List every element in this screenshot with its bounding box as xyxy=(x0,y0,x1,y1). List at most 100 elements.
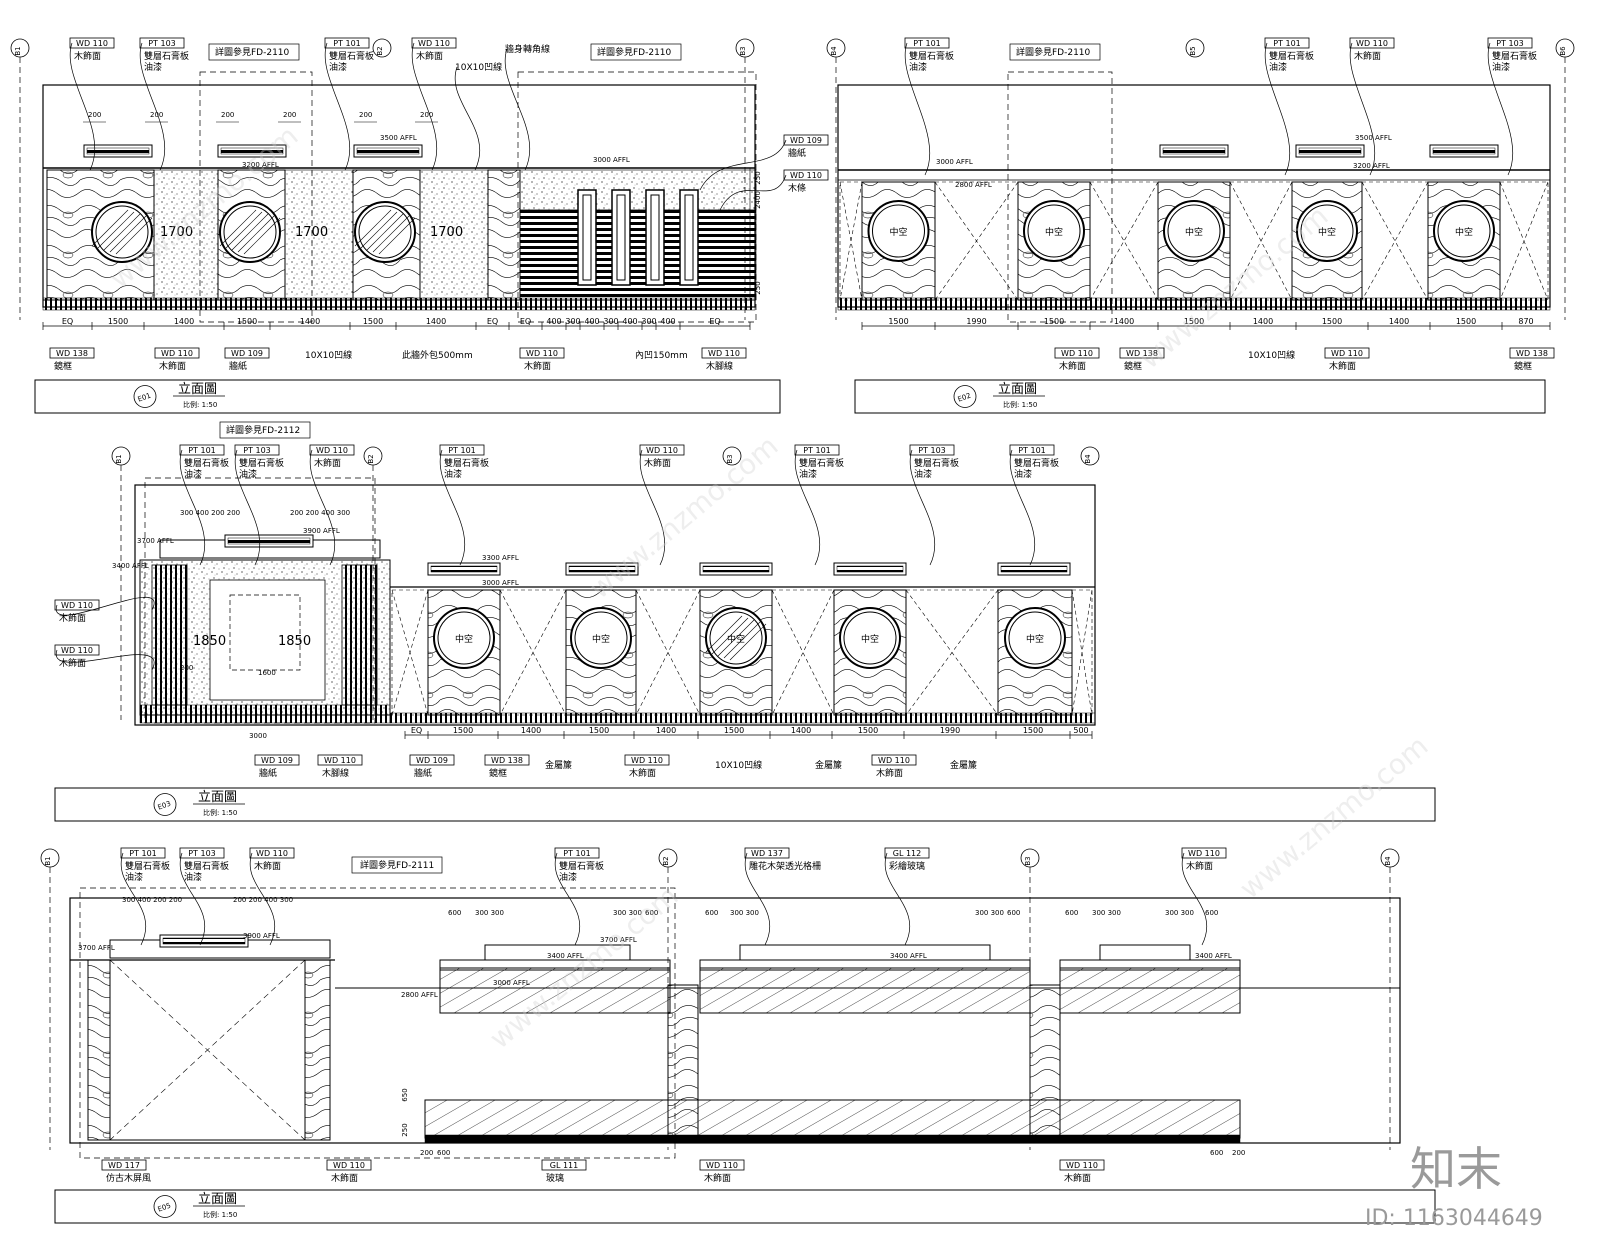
elevation-id-circle xyxy=(953,385,977,408)
spacing-dim: 200 200 400 300 xyxy=(290,509,350,517)
callout: 10X10凹線 xyxy=(305,349,352,361)
material-tag-code: WD 138 xyxy=(491,756,523,765)
lighting-cove xyxy=(484,944,631,961)
mirror-frame-outer xyxy=(1296,200,1358,262)
recessed-slat-column xyxy=(577,189,597,286)
callout-description: 內凹150mm xyxy=(635,350,688,361)
callout-description: 鏡框 xyxy=(1514,360,1532,372)
mirror-frame-inner xyxy=(574,611,628,665)
level-affl: 3000 AFFL xyxy=(936,158,973,166)
leader-line xyxy=(234,449,261,566)
light-grille xyxy=(1000,565,1068,573)
leader-line xyxy=(120,852,147,946)
grid-marker: B4 xyxy=(1380,848,1400,868)
spacing-dim: 300 300 xyxy=(730,909,759,917)
leader-line xyxy=(411,42,438,171)
stained-glass-band xyxy=(699,967,1031,1014)
drawing-line xyxy=(219,209,257,247)
dimension-label: 300 xyxy=(641,317,656,326)
skirting xyxy=(837,297,1551,311)
callout: 金屬簾 xyxy=(950,759,977,771)
grid-marker-label: B2 xyxy=(662,856,670,865)
spacing-dim: 600 xyxy=(645,909,658,917)
leader-line xyxy=(1264,42,1291,176)
level-affl: 3900 AFFL xyxy=(243,932,280,940)
level-affl: 3700 AFFL xyxy=(600,936,637,944)
drawing-line xyxy=(115,217,153,255)
light-grille xyxy=(86,147,150,155)
skirting xyxy=(42,297,756,311)
level-affl: 3000 AFFL xyxy=(493,979,530,987)
level-affl: 2800 AFFL xyxy=(401,991,438,999)
grid-marker: B4 xyxy=(826,38,846,58)
lighting-cove xyxy=(1099,944,1191,961)
grid-marker-label: B3 xyxy=(1024,856,1032,865)
callout: 內凹150mm xyxy=(635,350,688,361)
mirror-frame-outer xyxy=(839,607,901,669)
level-affl: 3400 AFFL xyxy=(1195,952,1232,960)
dimension-label: 300 xyxy=(565,317,580,326)
dimension-label: 1400 xyxy=(426,317,446,326)
mirror-frame-inner xyxy=(437,611,491,665)
callout-description: 木飾面 xyxy=(1186,860,1213,872)
leader-line xyxy=(249,852,276,946)
callout-description: 10X10凹線 xyxy=(455,61,502,73)
material-tag-code: WD 110 xyxy=(646,446,678,455)
elevation-title: 立面圖 xyxy=(178,382,217,397)
ceiling-light-fixture xyxy=(353,144,423,158)
material-tag-box xyxy=(624,754,670,766)
callout-description: 木腳線 xyxy=(706,360,733,372)
material-tag-code: PT 103 xyxy=(188,849,216,858)
material-tag-box xyxy=(744,847,790,859)
level-affl: 2800 AFFL xyxy=(955,181,992,189)
round-mirror: 中空 xyxy=(1023,200,1085,262)
material-tag-code: WD 110 xyxy=(1356,39,1388,48)
skirting xyxy=(139,704,391,724)
dimension-label: 500 xyxy=(1073,726,1088,735)
spacing-dim: 600 xyxy=(1065,909,1078,917)
mirror-label: 中空 xyxy=(1026,633,1044,645)
ceiling-light-fixture xyxy=(1295,144,1365,158)
lighting-cove xyxy=(739,944,991,961)
material-tag-box xyxy=(783,169,829,181)
drawing-line xyxy=(91,209,129,247)
material-tag-box xyxy=(409,754,455,766)
round-mirror: 中空 xyxy=(1296,200,1358,262)
slat-inner xyxy=(616,194,626,281)
dim-annot: 1600 xyxy=(258,669,276,677)
drawing-line xyxy=(1229,181,1293,301)
grid-marker: B5 xyxy=(1185,38,1205,58)
ref-box xyxy=(219,421,311,439)
callout: 金屬簾 xyxy=(815,759,842,771)
leader-line xyxy=(454,66,481,171)
drawing-line xyxy=(378,217,416,255)
material-tag-code: WD 110 xyxy=(256,849,288,858)
dimension-label: 1500 xyxy=(888,317,908,326)
e03-outline xyxy=(134,484,1096,726)
dimension-label: 1400 xyxy=(1389,317,1409,326)
dim-annot: 3000 xyxy=(249,732,267,740)
material-tag-code: WD 138 xyxy=(1516,349,1548,358)
level-affl: 3700 AFFL xyxy=(78,944,115,952)
light-grille xyxy=(227,537,311,545)
callout-description: 金屬簾 xyxy=(950,759,977,771)
grid-marker-label: B3 xyxy=(726,454,734,463)
callout-description: 雙層石膏板 xyxy=(239,457,284,469)
material-tag-code: WD 110 xyxy=(878,756,910,765)
grid-marker-label: B1 xyxy=(14,46,22,55)
dimension-label: 1500 xyxy=(1044,317,1064,326)
grid-marker-label: B4 xyxy=(1084,454,1092,464)
